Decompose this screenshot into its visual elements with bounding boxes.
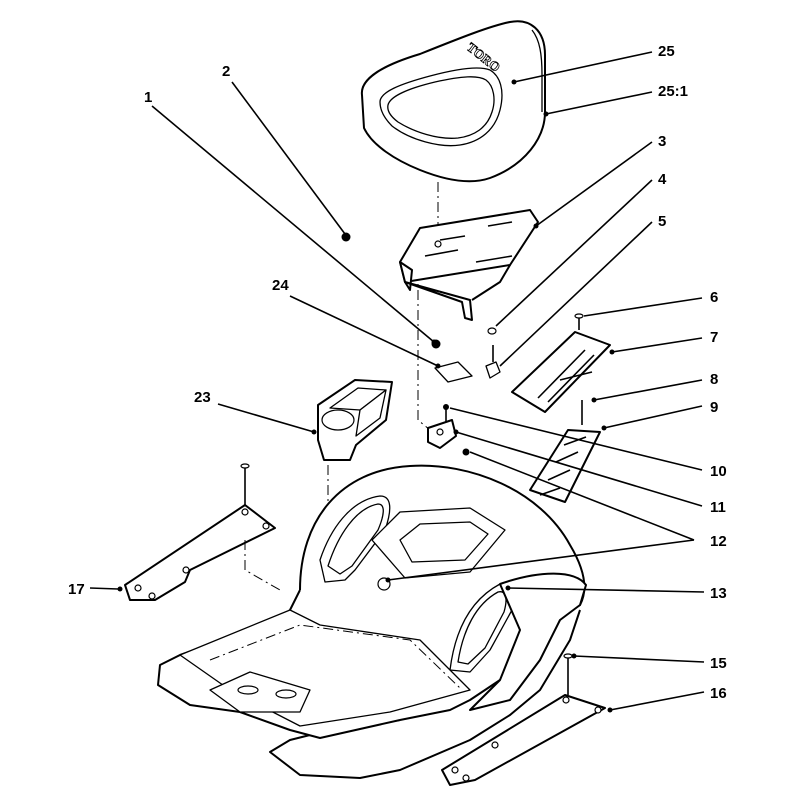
seat-pad <box>434 361 473 383</box>
adjuster-plate <box>511 331 611 413</box>
callout-5: 5 <box>658 213 666 230</box>
callout-3: 3 <box>658 133 666 150</box>
callout-1: 1 <box>144 89 152 106</box>
right-footrest-plate <box>441 694 606 786</box>
callout-6: 6 <box>710 289 718 306</box>
knob-2 <box>341 232 351 242</box>
callout-25: 25 <box>658 43 675 60</box>
callout-4: 4 <box>658 171 667 188</box>
callout-2: 2 <box>222 63 230 80</box>
centerline-bracket <box>417 270 431 431</box>
cup-holder <box>317 379 393 461</box>
callout-13: 13 <box>710 585 727 602</box>
seat: TORO <box>360 20 546 183</box>
left-footrest-plate <box>124 504 276 601</box>
callout-labels: 1 2 3 4 5 6 7 8 9 10 11 12 13 15 16 17 2… <box>68 43 727 702</box>
seat-bracket <box>399 209 539 321</box>
callout-11: 11 <box>710 499 726 516</box>
adjuster-track <box>529 429 601 503</box>
washer-4 <box>487 327 497 335</box>
callout-15: 15 <box>710 655 727 672</box>
fender-body <box>157 464 586 779</box>
callout-23: 23 <box>194 389 211 406</box>
callout-24: 24 <box>272 277 289 294</box>
callout-8: 8 <box>710 371 718 388</box>
callout-9: 9 <box>710 399 718 416</box>
callout-12: 12 <box>710 533 727 550</box>
callout-16: 16 <box>710 685 727 702</box>
callout-10: 10 <box>710 463 727 480</box>
knob-5 <box>485 361 501 379</box>
callout-17: 17 <box>68 581 85 598</box>
callout-7: 7 <box>710 329 718 346</box>
right-side-panel <box>469 572 587 711</box>
leader-lines <box>89 51 705 713</box>
callout-25-1: 25:1 <box>658 83 688 100</box>
